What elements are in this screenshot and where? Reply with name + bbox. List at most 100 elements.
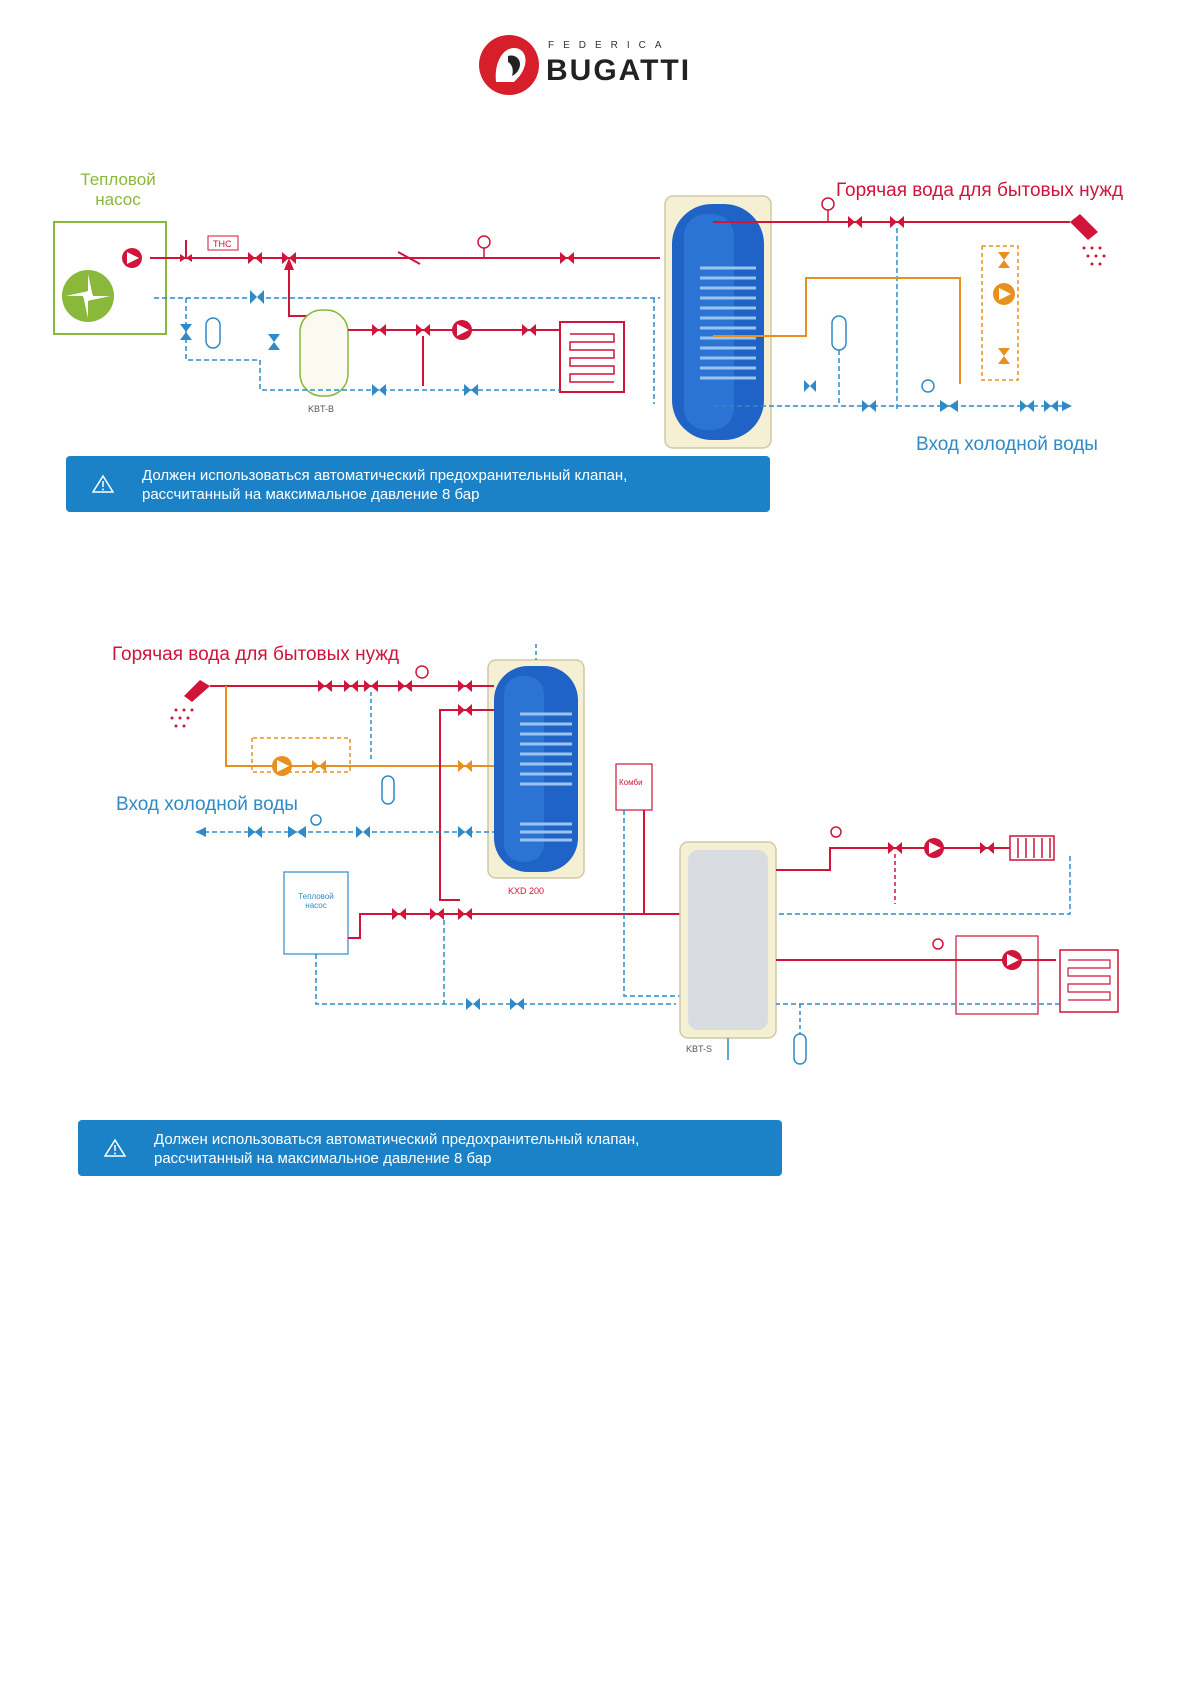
valve-icon-23: [398, 680, 412, 692]
cold-water-label-1: Вход холодной воды: [916, 434, 1098, 455]
valve-icon-24: [458, 680, 472, 692]
valve-icon-34: [510, 998, 524, 1010]
valve-icon-25: [312, 760, 326, 772]
valve-icon-21: [318, 680, 332, 692]
mixing-valve-icon: [416, 324, 430, 336]
radiator-flow-line: [776, 847, 1010, 871]
thermometer-icon-5: [932, 938, 944, 950]
valve-icon-29: [356, 826, 370, 838]
mixing-group-box: [955, 935, 1039, 1015]
brand-small: FEDERICA: [548, 40, 671, 51]
valve-icon-2: [560, 252, 574, 264]
valve-icon-4: [522, 324, 536, 336]
hot-water-label-2: Горячая вода для бытовых нужд: [112, 644, 400, 665]
valve-icon-12: [998, 348, 1010, 364]
dhw-recirc-line-2: [225, 686, 494, 767]
tank-label-2: KXD 200: [508, 886, 544, 896]
valve-icon-8: [372, 384, 386, 396]
valve-icon-26: [458, 760, 472, 772]
coil-feed-line: [439, 709, 494, 901]
thc-label: ТНС: [213, 239, 232, 249]
valve-icon-6: [250, 290, 264, 304]
cold-inlet-arrow-2: [196, 827, 206, 837]
note-2-line-2: рассчитанный на максимальное давление 8 …: [154, 1150, 492, 1167]
radiator-return-line: [776, 856, 1071, 915]
dhw-recirc-line: [713, 277, 961, 384]
combi-flow-line: [643, 810, 680, 915]
note-1-line-2: рассчитанный на максимальное давление 8 …: [142, 486, 480, 503]
buffer-label: KBT-B: [308, 404, 334, 414]
valve-icon-3: [372, 324, 386, 336]
hot-water-label-1: Горячая вода для бытовых нужд: [836, 180, 1124, 201]
warning-icon: [92, 474, 114, 493]
fan-icon: [62, 270, 114, 322]
valve-icon-31: [392, 908, 406, 920]
valve-icon-15: [1044, 400, 1058, 412]
floor-heating-icon: [559, 321, 625, 393]
thermostatic-valve-icon: [890, 216, 904, 228]
hp-flow-line: [348, 913, 560, 939]
buffer-tank-2: [679, 841, 777, 1039]
hot-branch-buffer: [288, 264, 310, 317]
warning-note-2: Должен использоваться автоматический пре…: [78, 1120, 782, 1176]
safety-valve-icon-2: [804, 380, 816, 392]
note-1-line-1: Должен использоваться автоматический пре…: [142, 467, 628, 484]
pump-icon-5: [924, 838, 944, 858]
valve-icon-32: [458, 908, 472, 920]
reducing-valve-icon-2: [288, 826, 306, 838]
warning-icon: [104, 1138, 126, 1157]
valve-icon-27: [458, 704, 472, 716]
cold-water-label-2: Вход холодной воды: [116, 794, 298, 815]
combi-label: Комби: [619, 778, 643, 787]
cold-inlet-arrow: [1062, 401, 1072, 411]
radiator-icon: [1009, 835, 1055, 861]
reducing-valve-icon: [940, 400, 958, 412]
combi-return-line: [623, 810, 680, 997]
valve-icon-14: [1020, 400, 1034, 412]
three-way-valve-icon-2: [430, 908, 444, 920]
pressure-gauge-icon: [921, 379, 935, 393]
pump-icon-6: [1002, 950, 1022, 970]
pressure-gauge-icon-2: [310, 814, 322, 826]
mixing-valve-icon-2: [888, 842, 902, 854]
safety-valve-icon-1: [180, 240, 192, 262]
dhw-recirc-loop-2: [251, 737, 351, 773]
expansion-vessel-icon-3: [381, 775, 395, 805]
storage-tank-1: [664, 195, 772, 449]
expansion-vessel-icon-1: [205, 317, 221, 349]
combi-boiler: [615, 763, 653, 811]
check-valve-icon-1: [397, 251, 421, 265]
floor-heating-icon-2: [1059, 949, 1119, 1013]
buffer-label-2: KBT-S: [686, 1044, 712, 1054]
valve-icon-9: [464, 384, 478, 396]
valve-icon-13: [862, 400, 876, 412]
thermometer-icon-3: [415, 665, 429, 679]
thermostatic-valve-icon-2: [364, 680, 378, 692]
hp-return-line: [315, 954, 676, 1005]
heat-pump-unit-2: [283, 871, 349, 955]
pump-icon-1: [122, 248, 142, 268]
dhw-recirc-loop: [981, 245, 1019, 381]
buffer-tank: [299, 309, 349, 397]
brand-big: BUGATTI: [546, 54, 692, 87]
valve-icon-5: [180, 324, 192, 340]
thermometer-icon-4: [830, 826, 842, 838]
expansion-vessel-icon-4: [793, 1033, 807, 1065]
pump-icon-3: [993, 283, 1015, 305]
brand-logo: FEDERICA BUGATTI: [478, 34, 718, 100]
valve-icon-10: [848, 216, 862, 228]
shower-icon-1: [1070, 214, 1106, 266]
note-2-line-1: Должен использоваться автоматический пре…: [154, 1131, 640, 1148]
storage-tank-2: [487, 644, 585, 879]
valve-icon-7: [268, 334, 280, 350]
thc-box: [207, 235, 239, 251]
heat-pump-label-1: Тепловой насос: [80, 170, 156, 209]
warning-note-1: Должен использоваться автоматический пре…: [66, 456, 770, 512]
logo-mark-icon: [479, 35, 539, 95]
valve-icon-22: [344, 680, 358, 692]
three-way-valve-icon-1: [282, 252, 296, 270]
valve-icon-33: [466, 998, 480, 1010]
pump-icon-2: [452, 320, 472, 340]
valve-icon-1: [248, 252, 262, 264]
